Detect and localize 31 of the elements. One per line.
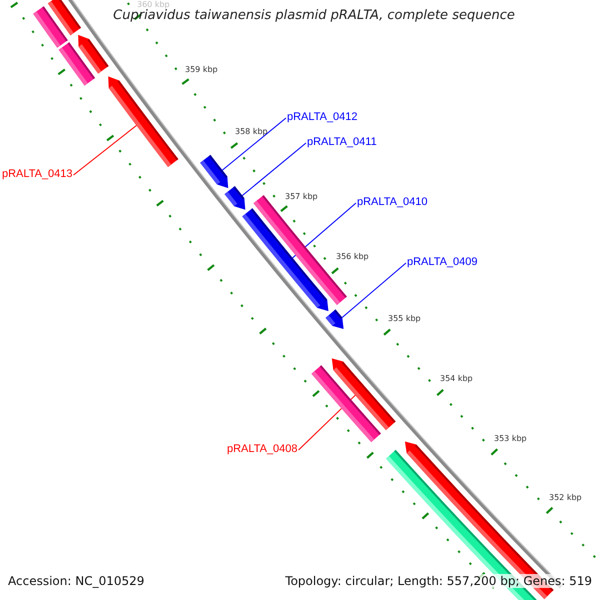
accession-note: Accession: NC_010529: [8, 574, 144, 588]
gene-label: pRALTA_0411: [307, 136, 377, 148]
gene-label: pRALTA_0413: [2, 168, 73, 180]
gene-feature: [242, 208, 328, 312]
gene-feature: [224, 186, 246, 210]
gene-label: pRALTA_0412: [287, 111, 358, 123]
gene-feature: [48, 0, 82, 36]
leader-line: [292, 202, 356, 258]
gene-feature: [326, 309, 344, 330]
scale-label: 353 kbp: [494, 434, 527, 443]
gene-feature: [200, 154, 228, 188]
map-title: Cupriavidus taiwanensis plasmid pRALTA, complete sequence: [112, 8, 516, 23]
gene-label: pRALTA_0410: [357, 196, 428, 208]
gene-feature: [108, 76, 178, 168]
leader-line: [242, 142, 306, 196]
scale-label: 352 kbp: [549, 493, 582, 502]
gene-label: pRALTA_0409: [407, 256, 478, 268]
gene-feature: [311, 365, 381, 442]
scale-label: 357 kbp: [285, 192, 318, 201]
leader-line: [73, 124, 138, 176]
topology-note: Topology: circular; Length: 557,200 bp; Genes: 519: [285, 574, 592, 588]
leader-line: [342, 262, 406, 318]
scale-label: 356 kbp: [336, 252, 369, 261]
gene-feature: [78, 34, 109, 74]
scale-label: 355 kbp: [388, 314, 421, 323]
gene-label: pRALTA_0408: [227, 443, 298, 455]
scale-label: 359 kbp: [185, 65, 218, 74]
leader-line: [222, 118, 286, 171]
scale-label: 354 kbp: [440, 374, 473, 383]
scale-label: 360 kbp: [137, 0, 170, 9]
scale-label: 358 kbp: [235, 127, 268, 136]
